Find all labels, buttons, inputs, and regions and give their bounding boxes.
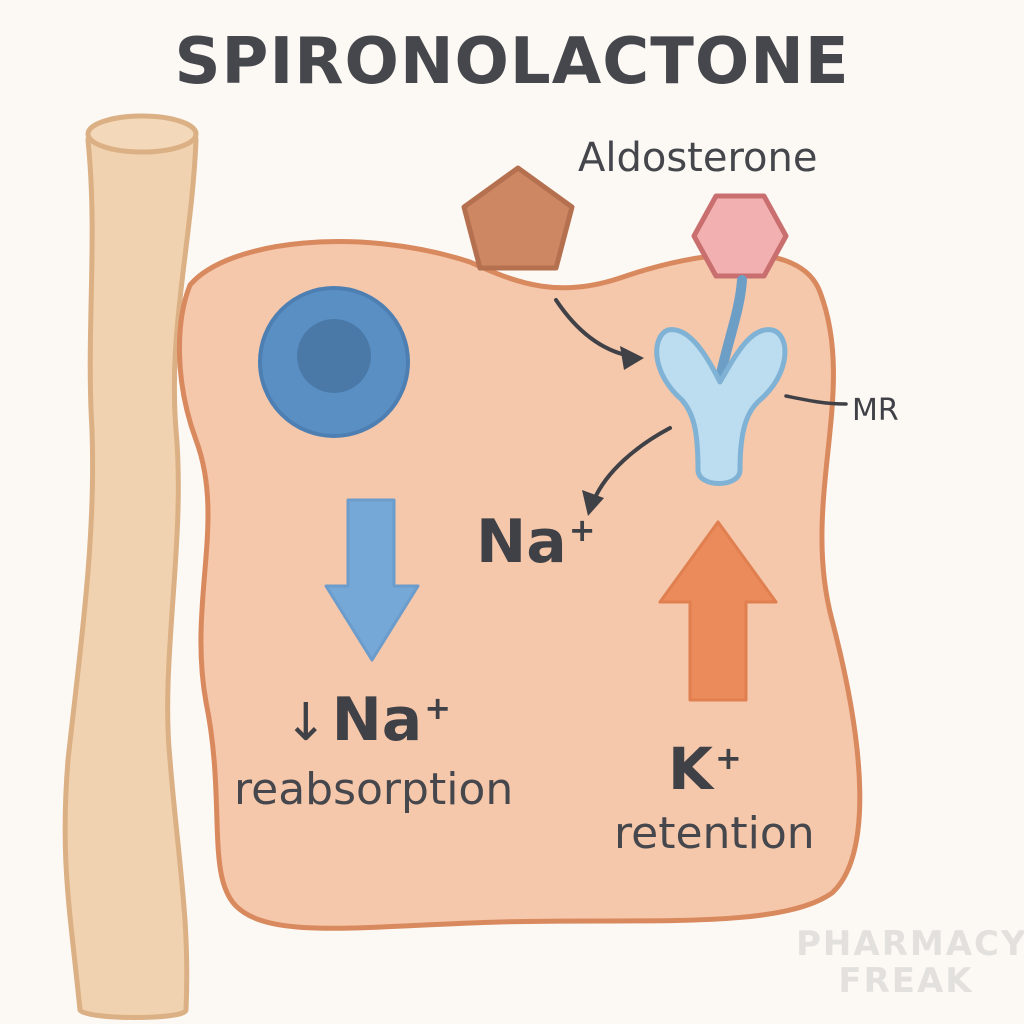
receptor-stalk [715,275,747,383]
potassium-charge: + [714,739,742,777]
arrow-to-sodium-head [582,490,604,516]
arrow-to-sodium [592,426,672,502]
arrow-to-receptor [554,298,632,358]
sodium-center-charge: + [568,511,596,549]
potassium-label: K+ [668,740,742,798]
orange-up-arrow [658,520,778,702]
aldosterone-label: Aldosterone [578,135,818,181]
reabsorption-label: reabsorption [234,764,514,815]
retention-label: retention [614,808,815,859]
sodium-left-symbol: Na [331,685,423,755]
sodium-left-charge: + [424,689,452,727]
watermark-line-1: PHARMACY [796,924,1024,964]
spironolactone-pentagon [461,165,575,271]
sodium-left-label: ↓Na+ [284,690,451,750]
aldosterone-hexagon [691,193,789,279]
vessel-tube [62,121,199,1020]
nucleus-inner [297,319,371,393]
sodium-center-label: Na+ [476,512,596,572]
mr-pointer-line [784,394,848,406]
blue-down-arrow [324,498,420,662]
diagram-title: SPIRONOLACTONE [174,25,850,99]
arrow-to-receptor-head [620,346,644,370]
sodium-center-symbol: Na [476,507,567,577]
vessel-top-opening [85,113,199,155]
mr-receptor [654,327,788,486]
potassium-symbol: K [668,735,713,803]
mr-label: MR [852,393,899,428]
down-arrow-symbol: ↓ [284,693,328,753]
watermark-line-2: FREAK [838,961,974,1002]
